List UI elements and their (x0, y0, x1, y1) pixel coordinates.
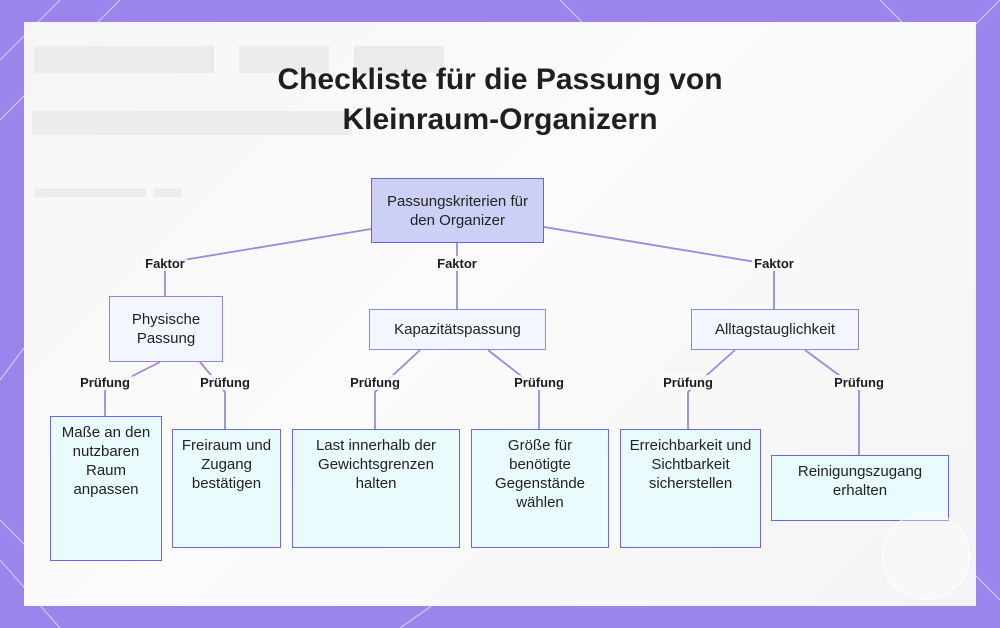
edge-label: Faktor (435, 256, 479, 271)
edge-label: Faktor (752, 256, 796, 271)
factor-node-label: Kapazitätspassung (394, 320, 521, 339)
edge-label: Prüfung (198, 375, 252, 390)
edge-label: Prüfung (348, 375, 402, 390)
edge-label: Prüfung (78, 375, 132, 390)
check-node-dimensions: Maße an den nutzbaren Raum anpassen (50, 416, 162, 561)
factor-node-label: Alltagstauglichkeit (715, 320, 835, 339)
check-node-weight-limits: Last innerhalb der Gewichtsgrenzen halte… (292, 429, 460, 548)
check-node-label: Größe für benötigte Gegenstände wählen (478, 436, 602, 512)
connector-line (805, 350, 859, 455)
check-node-reachability: Erreichbarkeit und Sichtbarkeit sicherst… (620, 429, 761, 548)
check-node-label: Erreichbarkeit und Sichtbarkeit sicherst… (627, 436, 754, 493)
edge-label: Prüfung (661, 375, 715, 390)
check-node-label: Last innerhalb der Gewichtsgrenzen halte… (299, 436, 453, 493)
factor-node-label: Physische Passung (116, 310, 216, 348)
factor-node-capacity-fit: Kapazitätspassung (369, 309, 546, 350)
root-node-label: Passungskriterien für den Organizer (378, 192, 537, 230)
check-node-size: Größe für benötigte Gegenstände wählen (471, 429, 609, 548)
factor-node-physical-fit: Physische Passung (109, 296, 223, 362)
connector-line (544, 227, 774, 309)
connector-line (165, 229, 371, 296)
edge-label: Prüfung (512, 375, 566, 390)
connector-line (200, 362, 225, 429)
watermark-badge (882, 512, 970, 600)
factor-node-everyday-usability: Alltagstauglichkeit (691, 309, 859, 350)
check-node-label: Maße an den nutzbaren Raum anpassen (57, 423, 155, 499)
check-node-label: Freiraum und Zugang bestätigen (179, 436, 274, 493)
check-node-clearance: Freiraum und Zugang bestätigen (172, 429, 281, 548)
edge-label: Prüfung (832, 375, 886, 390)
check-node-label: Reinigungszugang erhalten (778, 462, 942, 500)
edge-label: Faktor (143, 256, 187, 271)
root-node: Passungskriterien für den Organizer (371, 178, 544, 243)
